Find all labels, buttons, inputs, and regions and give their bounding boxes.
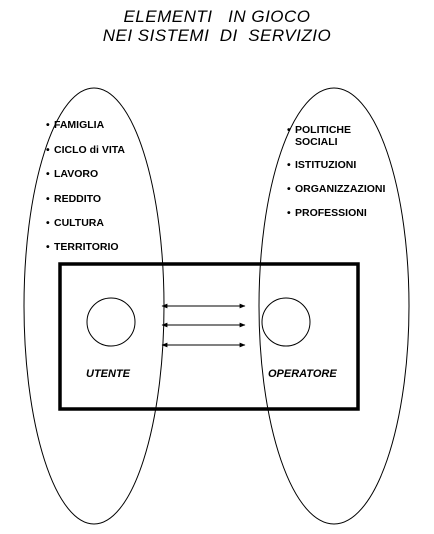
- arrow-group: [161, 303, 246, 348]
- operatore-circle: [261, 297, 311, 347]
- left-factor-label: TERRITORIO: [54, 241, 119, 253]
- left-factor-item: • LAVORO: [46, 168, 98, 180]
- bullet-icon: •: [287, 183, 291, 195]
- left-factor-item: • REDDITO: [46, 193, 101, 205]
- left-factor-item: • FAMIGLIA: [46, 119, 104, 131]
- bullet-icon: •: [46, 144, 50, 156]
- diagram-title-line-1: ELEMENTI IN GIOCO: [123, 7, 311, 26]
- bullet-icon: •: [46, 217, 50, 229]
- right-factor-label: ORGANIZZAZIONI: [295, 183, 386, 195]
- left-factor-label: REDDITO: [54, 193, 102, 205]
- left-factor-item: • CICLO di VITA: [46, 144, 125, 156]
- bullet-icon: •: [46, 168, 50, 180]
- left-factor-item: • TERRITORIO: [46, 241, 119, 253]
- right-factor-item: • ISTITUZIONI: [287, 159, 356, 171]
- utente-label: UTENTE: [86, 368, 130, 380]
- right-ellipse: [258, 87, 410, 525]
- left-factor-label: CICLO di VITA: [54, 144, 125, 156]
- bullet-icon: •: [287, 159, 291, 171]
- utente-circle: [86, 297, 136, 347]
- bullet-icon: •: [287, 207, 291, 219]
- right-factor-item: • POLITICHE SOCIALI: [287, 124, 373, 148]
- service-relationship-box: [58, 262, 360, 411]
- left-factor-item: • CULTURA: [46, 217, 104, 229]
- diagram-title-line-2: NEI SISTEMI DI SERVIZIO: [102, 26, 332, 45]
- left-factor-label: LAVORO: [54, 168, 99, 180]
- bullet-icon: •: [46, 193, 50, 205]
- bullet-icon: •: [46, 119, 50, 131]
- right-factor-item: • ORGANIZZAZIONI: [287, 183, 385, 195]
- left-factor-label: FAMIGLIA: [54, 119, 105, 131]
- right-factor-label: POLITICHE SOCIALI: [295, 124, 352, 148]
- bullet-icon: •: [287, 124, 291, 136]
- left-factor-label: CULTURA: [54, 217, 104, 229]
- right-factor-item: • PROFESSIONI: [287, 207, 367, 219]
- bullet-icon: •: [46, 241, 50, 253]
- right-factor-label: PROFESSIONI: [295, 207, 367, 219]
- right-factor-label: ISTITUZIONI: [295, 159, 357, 171]
- operatore-label: OPERATORE: [268, 368, 337, 380]
